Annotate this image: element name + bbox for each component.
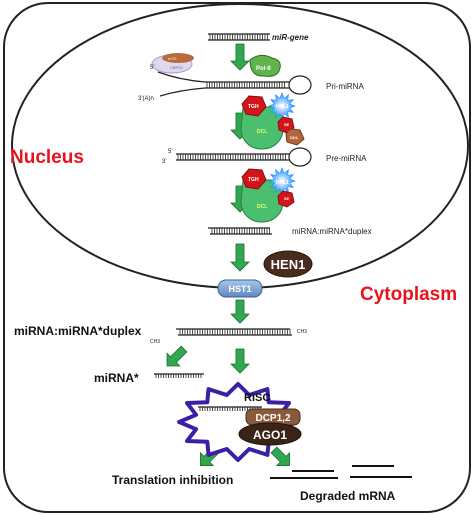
process-arrow — [230, 299, 250, 324]
pre-three-prime: 3' — [162, 159, 166, 165]
cbp-label: CBP20 — [170, 65, 183, 70]
tgh-label-1: TGH — [248, 104, 259, 110]
hen1-enzyme: HEN1 — [263, 250, 313, 278]
hyl1-label-1: HYL1 — [276, 104, 289, 110]
hst1-exportin: HST1 — [217, 279, 263, 298]
dicing-complex-2: TGH HYL1 DCL SE — [240, 167, 296, 223]
cytoplasmic-duplex — [176, 328, 292, 336]
duplex-cyto-label: miRNA:miRNA*duplex — [14, 324, 142, 338]
dicing-complex-1: TGH HYL1 DCL SE DDL — [240, 92, 305, 150]
process-arrow — [230, 43, 250, 71]
mirna-star-label: miRNA* — [94, 371, 139, 385]
dcp-label: DCP1,2 — [255, 413, 290, 424]
mir-gene — [208, 33, 270, 41]
hyl1-label-2: HYL1 — [276, 180, 289, 186]
degraded-mrna-fragments — [270, 465, 412, 479]
nuclear-duplex — [208, 227, 272, 235]
dcl-label-1: DCL — [257, 129, 267, 135]
process-arrow — [230, 348, 250, 374]
cap-label: m7G — [168, 56, 177, 61]
hen1-label: HEN1 — [271, 257, 306, 272]
pri-mirna — [157, 71, 312, 97]
process-arrow — [230, 243, 250, 272]
cap-binding-complex: m7G CBP20 — [151, 53, 194, 74]
risc-label: RISC — [244, 392, 270, 404]
se-label-2: SE — [284, 196, 290, 201]
pri-five-prime: 5' — [150, 65, 154, 71]
translation-label: Translation inhibition — [112, 473, 233, 487]
mir-gene-label: miR-gene — [272, 33, 309, 42]
tgh-label-2: TGH — [248, 177, 259, 183]
pri-mirna-label: Pri-miRNA — [326, 82, 364, 91]
hst1-label: HST1 — [228, 284, 251, 294]
pre-mirna-label: Pre-miRNA — [326, 154, 367, 163]
ago1-label: AGO1 — [253, 428, 287, 442]
cytoplasm-label: Cytoplasm — [360, 284, 457, 305]
pol2-enzyme: Pol-II — [249, 54, 281, 77]
ch3-right: CH3 — [297, 329, 307, 335]
process-arrow — [166, 345, 188, 367]
pre-five-prime: 5' — [168, 149, 172, 155]
polya-label: 3'(A)n — [138, 96, 154, 102]
degraded-label: Degraded mRNA — [300, 489, 396, 503]
mirna-star-strand — [154, 373, 204, 378]
se-label-1: SE — [284, 122, 290, 127]
nucleus-label: Nucleus — [10, 147, 84, 168]
cell-membrane — [3, 2, 471, 513]
process-arrow — [270, 446, 290, 466]
pol2-label: Pol-II — [256, 66, 271, 72]
duplex-nuclear-label: miRNA:miRNA*duplex — [292, 227, 372, 236]
ch3-left: CH3 — [150, 339, 160, 345]
ddl-label: DDL — [290, 135, 299, 140]
risc-complex: RISC DCP1,2 AGO1 — [177, 382, 302, 462]
dcl-label-2: DCL — [257, 204, 267, 210]
pre-mirna — [176, 147, 312, 167]
